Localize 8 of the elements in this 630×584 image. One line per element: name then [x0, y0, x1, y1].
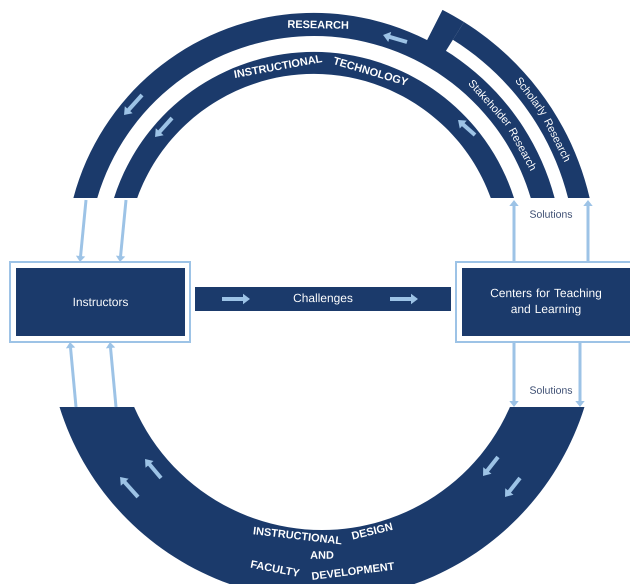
- arc-band: INSTRUCTIONAL DESIGN AND FACULTY DEVELOPMENT: [60, 406, 584, 584]
- arrow: [106, 342, 118, 408]
- arrow: [66, 342, 78, 408]
- text-label: Solutions: [530, 386, 572, 394]
- text-label: Solutions: [530, 210, 572, 218]
- process-band: Challenges: [195, 286, 451, 311]
- process-box: Centers for Teaching and Learning: [455, 260, 630, 343]
- process-box: Instructors: [9, 260, 191, 343]
